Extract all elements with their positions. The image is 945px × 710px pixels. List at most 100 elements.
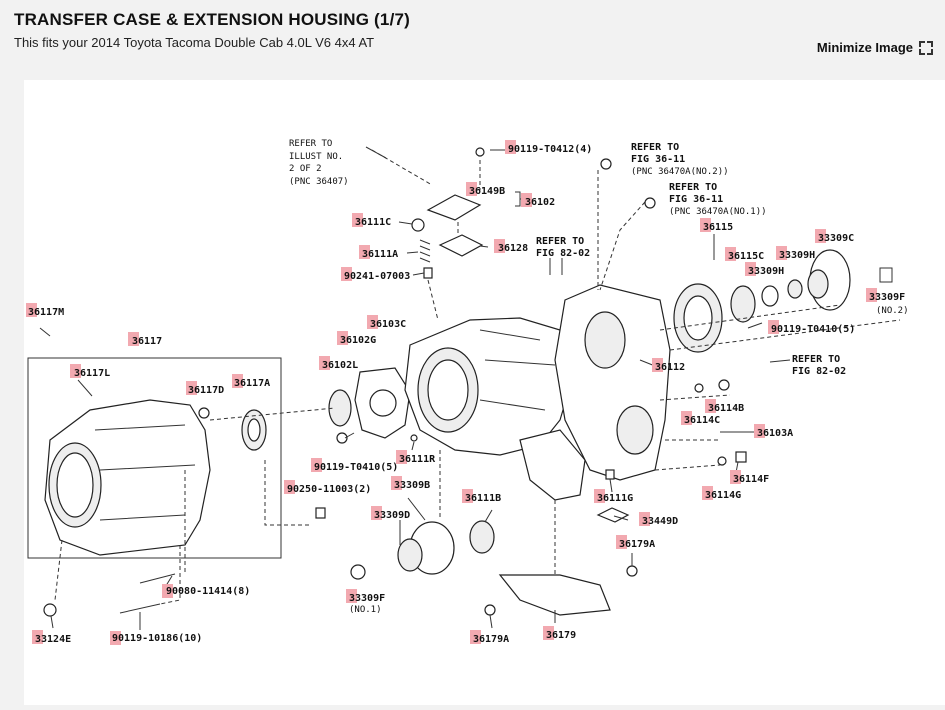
svg-text:33309H: 33309H <box>779 250 815 261</box>
part-36115[interactable]: 36115 <box>700 218 733 233</box>
svg-text:90119-T0410(5): 90119-T0410(5) <box>314 462 398 473</box>
part-36179A-lower[interactable]: 36179A <box>470 630 509 645</box>
svg-text:36115C: 36115C <box>728 251 764 262</box>
part-90119-T0410-right[interactable]: 90119-T0410(5) <box>768 320 855 335</box>
svg-text:REFER TO: REFER TO <box>536 236 584 247</box>
reference-note-fig-82-02-right[interactable]: REFER TO FIG 82-02 <box>792 354 846 377</box>
part-36102G[interactable]: 36102G <box>337 331 376 346</box>
part-90119-T0410-left[interactable]: 90119-T0410(5) <box>311 458 398 473</box>
svg-text:36111A: 36111A <box>362 249 398 260</box>
part-90080-11414[interactable]: 90080-11414(8) <box>162 584 250 598</box>
part-36117L[interactable]: 36117L <box>70 364 110 379</box>
reference-note-fig-36-11-no2[interactable]: REFER TO FIG 36-11 (PNC 36470A(NO.2)) <box>631 142 729 177</box>
part-36149B[interactable]: 36149B <box>466 182 505 197</box>
part-36102L[interactable]: 36102L <box>319 356 358 371</box>
parts-illustration <box>27 146 901 630</box>
part-36111R[interactable]: 36111R <box>396 450 436 465</box>
part-36115C[interactable]: 36115C <box>725 247 764 262</box>
part-36114F[interactable]: 36114F <box>730 470 769 485</box>
part-33309F-no2[interactable]: 33309F <box>866 288 905 303</box>
part-36117A[interactable]: 36117A <box>232 374 270 389</box>
svg-text:36179: 36179 <box>546 630 576 641</box>
part-36117[interactable]: 36117 <box>128 332 162 347</box>
part-90241-07003[interactable]: 90241-07003 <box>341 267 410 282</box>
part-33309D[interactable]: 33309D <box>371 506 410 521</box>
part-36117D[interactable]: 36117D <box>186 381 224 396</box>
svg-text:90119-T0412(4): 90119-T0412(4) <box>508 144 592 155</box>
part-36111B[interactable]: 36111B <box>462 489 501 504</box>
svg-text:FIG 82-02: FIG 82-02 <box>792 366 846 377</box>
svg-text:FIG 36-11: FIG 36-11 <box>631 154 685 165</box>
svg-text:36103C: 36103C <box>370 319 406 330</box>
part-36111A[interactable]: 36111A <box>359 245 398 260</box>
svg-text:36114B: 36114B <box>708 403 744 414</box>
svg-text:(PNC 36470A(NO.1)): (PNC 36470A(NO.1)) <box>669 207 767 217</box>
svg-text:36117D: 36117D <box>188 385 224 396</box>
part-36111C[interactable]: 36111C <box>352 213 391 228</box>
part-36114G[interactable]: 36114G <box>702 486 741 501</box>
svg-text:(PNC 36407): (PNC 36407) <box>289 177 349 187</box>
svg-text:33309H: 33309H <box>748 266 784 277</box>
svg-text:REFER TO: REFER TO <box>289 139 332 149</box>
svg-text:36103A: 36103A <box>757 428 793 439</box>
part-36114B[interactable]: 36114B <box>705 399 744 414</box>
collapse-icon <box>919 40 933 55</box>
part-36103C[interactable]: 36103C <box>367 315 406 330</box>
part-33309B[interactable]: 33309B <box>391 476 430 491</box>
svg-text:90080-11414(8): 90080-11414(8) <box>166 586 250 597</box>
svg-text:ILLUST NO.: ILLUST NO. <box>289 152 343 162</box>
svg-text:33309F: 33309F <box>869 292 905 303</box>
svg-text:36115: 36115 <box>703 222 733 233</box>
reference-note-fig-36-11-no1[interactable]: REFER TO FIG 36-11 (PNC 36470A(NO.1)) <box>669 182 767 217</box>
part-36179[interactable]: 36179 <box>543 626 576 641</box>
svg-text:36117L: 36117L <box>74 368 110 379</box>
part-36103A[interactable]: 36103A <box>754 424 793 439</box>
svg-text:36102G: 36102G <box>340 335 376 346</box>
part-90250-11003[interactable]: 90250-11003(2) <box>284 480 371 495</box>
part-36117M[interactable]: 36117M <box>26 303 64 318</box>
part-36179A-upper[interactable]: 36179A <box>616 535 655 550</box>
note-no1: (NO.1) <box>349 605 382 615</box>
part-33449D[interactable]: 33449D <box>639 512 678 527</box>
reference-note-fig-82-02-left[interactable]: REFER TO FIG 82-02 <box>536 236 590 259</box>
part-90119-10186[interactable]: 90119-10186(10) <box>110 631 202 645</box>
part-33309H-lower[interactable]: 33309H <box>745 262 784 277</box>
svg-text:36117M: 36117M <box>28 307 64 318</box>
svg-text:REFER TO: REFER TO <box>669 182 717 193</box>
part-33124E[interactable]: 33124E <box>32 630 71 645</box>
svg-text:33124E: 33124E <box>35 634 71 645</box>
svg-text:36128: 36128 <box>498 243 528 254</box>
svg-text:36102L: 36102L <box>322 360 358 371</box>
part-36114C[interactable]: 36114C <box>681 411 720 426</box>
part-36111G[interactable]: 36111G <box>594 489 633 504</box>
svg-text:2 OF 2: 2 OF 2 <box>289 164 322 174</box>
part-36112[interactable]: 36112 <box>652 358 685 373</box>
svg-text:36102: 36102 <box>525 197 555 208</box>
part-33309C[interactable]: 33309C <box>815 229 854 244</box>
part-36128[interactable]: 36128 <box>494 239 528 254</box>
svg-text:36111G: 36111G <box>597 493 633 504</box>
reference-note-illust: REFER TO ILLUST NO. 2 OF 2 (PNC 36407) <box>289 139 349 187</box>
svg-text:36112: 36112 <box>655 362 685 373</box>
svg-text:33309D: 33309D <box>374 510 410 521</box>
part-33309F-no1[interactable]: 33309F <box>346 589 385 604</box>
svg-text:36111C: 36111C <box>355 217 391 228</box>
part-36102[interactable]: 36102 <box>521 193 555 208</box>
svg-text:36111R: 36111R <box>399 454 436 465</box>
svg-text:33309B: 33309B <box>394 480 430 491</box>
minimize-image-button[interactable]: Minimize Image <box>817 40 933 55</box>
svg-text:36111B: 36111B <box>465 493 501 504</box>
svg-text:REFER TO: REFER TO <box>792 354 840 365</box>
svg-text:90119-T0410(5): 90119-T0410(5) <box>771 324 855 335</box>
svg-text:36114G: 36114G <box>705 490 741 501</box>
svg-text:36114C: 36114C <box>684 415 720 426</box>
vehicle-fitment-text: This fits your 2014 Toyota Tacoma Double… <box>14 35 375 50</box>
svg-text:36117A: 36117A <box>234 378 270 389</box>
minimize-image-label: Minimize Image <box>816 40 913 55</box>
diagram-panel: REFER TO ILLUST NO. 2 OF 2 (PNC 36407) R… <box>24 80 945 705</box>
svg-text:(PNC 36470A(NO.2)): (PNC 36470A(NO.2)) <box>631 167 729 177</box>
part-33309H-upper[interactable]: 33309H <box>776 246 815 261</box>
part-90119-T0412[interactable]: 90119-T0412(4) <box>505 140 592 155</box>
svg-text:FIG 36-11: FIG 36-11 <box>669 194 723 205</box>
svg-text:36149B: 36149B <box>469 186 505 197</box>
